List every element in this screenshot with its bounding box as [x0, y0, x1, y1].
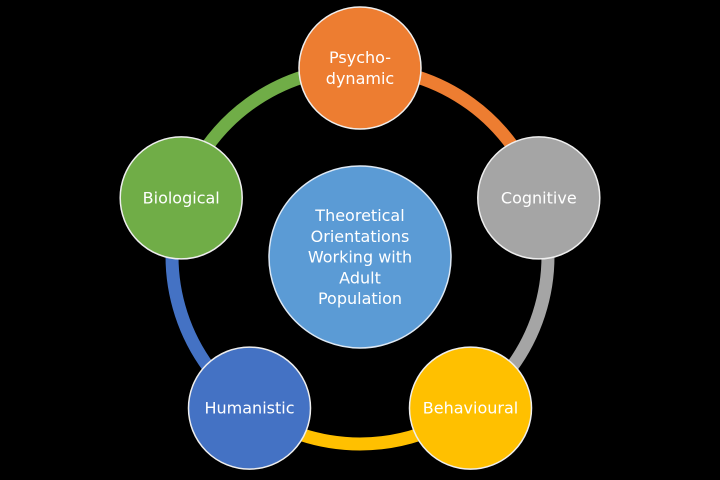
- node-circle: [119, 136, 243, 260]
- label-line: Population: [318, 289, 402, 308]
- node-circle: [477, 136, 601, 260]
- center-circle: [268, 165, 452, 349]
- label-line: Psycho-: [329, 48, 391, 67]
- label-line: Cognitive: [501, 189, 577, 208]
- node-biological: Biological: [119, 136, 243, 260]
- node-humanistic: Humanistic: [187, 346, 312, 470]
- label-line: Theoretical: [314, 206, 404, 225]
- label-line: Humanistic: [204, 399, 294, 418]
- label-line: Adult: [339, 268, 381, 287]
- node-cognitive: Cognitive: [477, 136, 601, 260]
- label-line: Orientations: [311, 227, 410, 246]
- label-line: Working with: [308, 248, 412, 267]
- label-line: dynamic: [326, 69, 394, 88]
- node-circle: [298, 6, 422, 130]
- label-line: Behavioural: [423, 399, 518, 418]
- node-circle: [187, 346, 312, 470]
- node-circle: [408, 346, 533, 470]
- node-psychodynamic: Psycho-dynamic: [298, 6, 422, 130]
- label-line: Biological: [143, 189, 220, 208]
- node-behavioural: Behavioural: [408, 346, 533, 470]
